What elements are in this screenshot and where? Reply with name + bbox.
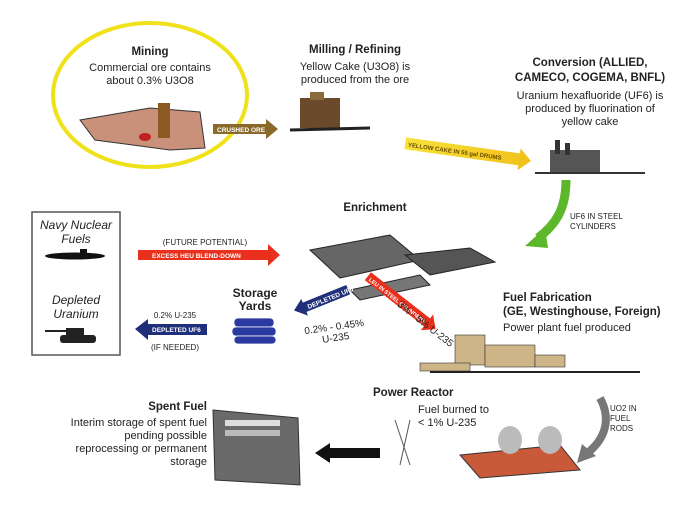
uo2-label: UO2 IN FUEL RODS	[610, 404, 637, 433]
spent-fuel-description: Interim storage of spent fuel pending po…	[70, 417, 207, 468]
submarine-icon	[45, 249, 105, 260]
crushed-ore-label: CRUSHED ORE	[217, 127, 266, 134]
storage-cylinders-illustration	[231, 317, 277, 345]
fabrication-description: Power plant fuel produced	[503, 322, 631, 334]
fabrication-title: Fuel Fabrication	[503, 292, 592, 304]
storage-yards-title: Storage Yards	[232, 286, 278, 313]
fabrication-subtitle: (GE, Westinghouse, Foreign)	[503, 306, 661, 318]
fuel-fabrication-plant-illustration	[419, 334, 640, 373]
tank-icon	[45, 328, 96, 343]
conversion-plant-illustration	[535, 140, 645, 174]
reactor-description: Fuel burned to < 1% U-235	[418, 404, 489, 429]
navy-label: Navy Nuclear Fuels	[39, 218, 113, 246]
mining-description: Commercial ore contains about 0.3% U3O8	[89, 62, 211, 87]
future-potential-label: (FUTURE POTENTIAL)	[162, 238, 248, 247]
yellow-cake-arrow	[404, 137, 531, 171]
if-needed-label: (IF NEEDED)	[151, 343, 199, 352]
mining-highlight-ellipse	[51, 21, 249, 169]
depleted-uranium-label: Depleted Uranium	[51, 293, 101, 321]
heu-label: EXCESS HEU BLEND-DOWN	[152, 253, 241, 260]
mining-illustration	[79, 103, 206, 151]
spent-fuel-arrow	[315, 443, 380, 463]
depleted-uf6-arrow-enrichment	[294, 285, 351, 316]
uf6-cylinders-label: UF6 IN STEEL CYLINDERS	[570, 212, 623, 231]
power-reactor-illustration	[394, 419, 581, 479]
enrichment-title: Enrichment	[343, 202, 407, 214]
leu-arrow	[364, 272, 436, 331]
spent-fuel-pool-illustration	[212, 409, 301, 486]
reactor-title: Power Reactor	[373, 387, 454, 399]
crushed-ore-arrow	[213, 119, 278, 139]
uo2-grey-arrow	[582, 396, 610, 459]
milling-illustration	[289, 92, 371, 132]
conversion-title: Conversion (ALLIED, CAMECO, COGEMA, BNFL…	[514, 57, 666, 84]
milling-description: Yellow Cake (U3O8) is produced from the …	[299, 61, 411, 86]
uf6-green-arrow	[535, 179, 571, 242]
conversion-description: Uranium hexafluoride (UF6) is produced b…	[516, 90, 664, 128]
depleted-uf6-label-b: DEPLETED UF6	[152, 327, 201, 334]
heu-blend-down-arrow	[138, 244, 280, 266]
depleted-uf6-arrow-left	[135, 319, 207, 340]
pct-0.2-label: 0.2% U-235	[153, 311, 197, 320]
mining-title: Mining	[131, 46, 169, 58]
milling-title: Milling / Refining	[309, 44, 401, 56]
spent-fuel-title: Spent Fuel	[148, 401, 207, 413]
